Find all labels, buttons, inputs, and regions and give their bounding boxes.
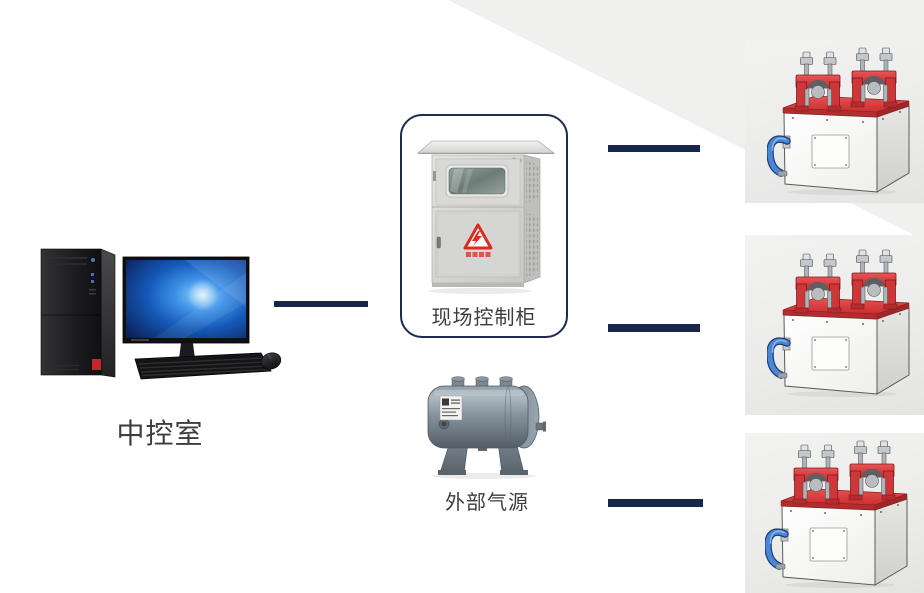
air-source-label: 外部气源 xyxy=(445,492,529,514)
connector-line-air-to-device-3 xyxy=(608,499,703,507)
pc-keyboard xyxy=(134,352,272,380)
tank-ports xyxy=(451,376,513,389)
air-source-node xyxy=(424,366,550,480)
field-cabinet-node: 现场控制柜 xyxy=(400,114,568,338)
tank-label-sticker xyxy=(439,395,463,421)
control-room-node xyxy=(35,243,285,388)
device-unit-1 xyxy=(745,40,924,203)
pc-monitor xyxy=(122,256,250,363)
clamp-actuator-image xyxy=(765,439,915,589)
device-unit-3 xyxy=(745,433,924,593)
field-cabinet-label: 现场控制柜 xyxy=(431,307,537,329)
pc-mouse xyxy=(260,352,282,370)
air-tank-image xyxy=(427,376,546,479)
connector-line-cabinet-to-device-1 xyxy=(608,145,700,152)
control-cabinet-image xyxy=(416,140,556,294)
connector-line-cabinet-to-device-2 xyxy=(608,324,700,332)
clamp-actuator-image xyxy=(767,248,917,398)
desktop-computer-image xyxy=(40,248,282,380)
pc-tower xyxy=(40,248,116,378)
device-unit-2 xyxy=(745,235,924,415)
connector-line-room-to-cabinet xyxy=(274,301,368,307)
control-room-label: 中控室 xyxy=(116,419,204,450)
clamp-actuator-image xyxy=(767,46,917,196)
